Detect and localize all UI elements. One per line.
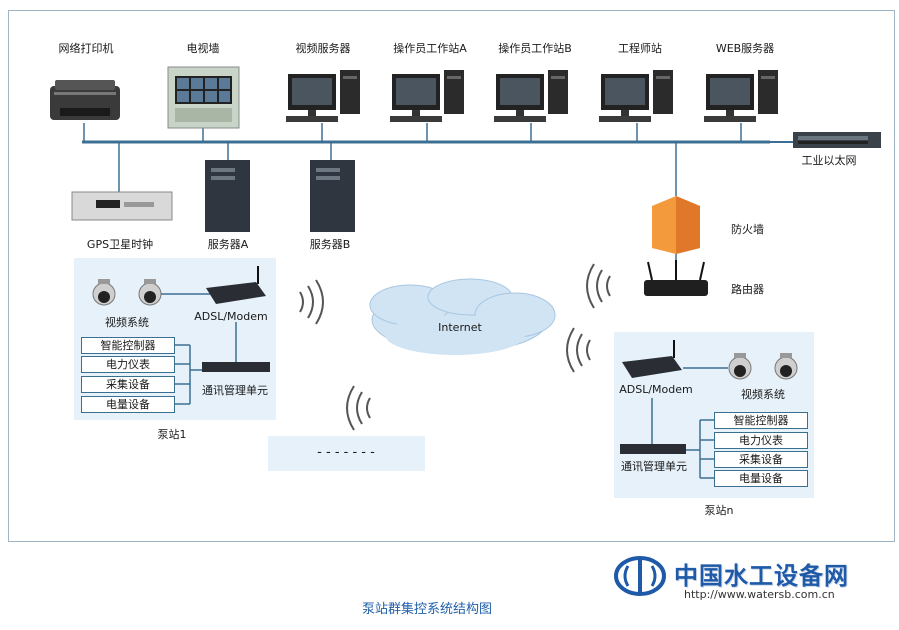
router-label: 路由器	[731, 283, 764, 296]
stationn-comm-unit-icon	[620, 444, 686, 454]
wireless-signal-2	[586, 263, 611, 309]
switch-label: 工业以太网	[801, 154, 857, 167]
server-b-label: 服务器B	[309, 238, 351, 251]
logo-name: 中国水工设备网	[674, 562, 849, 590]
station1-name: 泵站1	[157, 428, 187, 441]
workstation-engineer-icon	[599, 70, 673, 122]
wireless-signal-3	[566, 327, 591, 373]
firewall-icon	[652, 196, 700, 254]
tv-wall-icon	[167, 66, 240, 129]
station1-video-label: 视频系统	[105, 316, 149, 329]
printer-icon	[50, 80, 120, 120]
stationn-camera-icon-1	[728, 353, 752, 380]
station1-modem-icon	[206, 266, 266, 304]
station1-camera-icon-1	[92, 279, 116, 306]
web-server-label: WEB服务器	[715, 42, 775, 55]
ellipsis-panel	[268, 436, 425, 471]
workstation-web-server-icon	[704, 70, 778, 122]
workstation-operator-b-icon	[494, 70, 568, 122]
stationn-name: 泵站n	[704, 504, 734, 517]
firewall-label: 防火墙	[731, 223, 764, 236]
wireless-signal-1	[299, 279, 324, 325]
stationn-video-label: 视频系统	[741, 388, 785, 401]
station1-box-acquisition: 采集设备	[81, 376, 175, 393]
ethernet-switch-icon	[793, 132, 881, 148]
station1-links	[175, 344, 202, 405]
engineer-label: 工程师站	[618, 42, 662, 55]
stationn-box-controller: 智能控制器	[714, 412, 808, 429]
server-b-icon	[310, 160, 355, 232]
stationn-box-acquisition: 采集设备	[714, 451, 808, 468]
workstation-video-server-icon	[286, 70, 360, 122]
station1-box-controller: 智能控制器	[81, 337, 175, 354]
logo-mark-icon	[614, 556, 666, 596]
diagram-caption: 泵站群集控系统结构图	[362, 602, 493, 617]
stationn-modem-icon	[622, 340, 682, 378]
printer-label: 网络打印机	[58, 42, 114, 55]
internet-label: Internet	[438, 321, 482, 334]
gps-clock-icon	[71, 191, 173, 221]
stationn-comm-unit-label: 通讯管理单元	[621, 460, 687, 473]
stationn-links	[686, 419, 714, 479]
video-server-label: 视频服务器	[295, 42, 351, 55]
server-a-icon	[205, 160, 250, 232]
wireless-signal-4	[346, 385, 371, 431]
workstation-operator-a-icon	[390, 70, 464, 122]
station1-comm-unit-label: 通讯管理单元	[202, 384, 268, 397]
station1-box-power-meter: 电力仪表	[81, 356, 175, 373]
gps-label: GPS卫星时钟	[86, 238, 154, 251]
stationn-box-energy: 电量设备	[714, 470, 808, 487]
operator-b-label: 操作员工作站B	[498, 42, 572, 55]
station1-camera-icon-2	[138, 279, 162, 306]
ellipsis-text: - - - - - - -	[317, 445, 375, 460]
server-a-label: 服务器A	[207, 238, 249, 251]
station1-modem-label: ADSL/Modem	[194, 310, 268, 323]
logo-url: http://www.watersb.com.cn	[684, 588, 835, 601]
station1-comm-unit-icon	[202, 362, 270, 372]
internet-cloud	[369, 278, 556, 355]
stationn-modem-label: ADSL/Modem	[619, 383, 693, 396]
stationn-camera-icon-2	[774, 353, 798, 380]
router-icon	[644, 260, 708, 296]
station1-box-energy: 电量设备	[81, 396, 175, 413]
bus-drops	[83, 123, 742, 264]
tv-wall-label: 电视墙	[186, 42, 220, 55]
operator-a-label: 操作员工作站A	[393, 42, 467, 55]
stationn-box-power-meter: 电力仪表	[714, 432, 808, 449]
